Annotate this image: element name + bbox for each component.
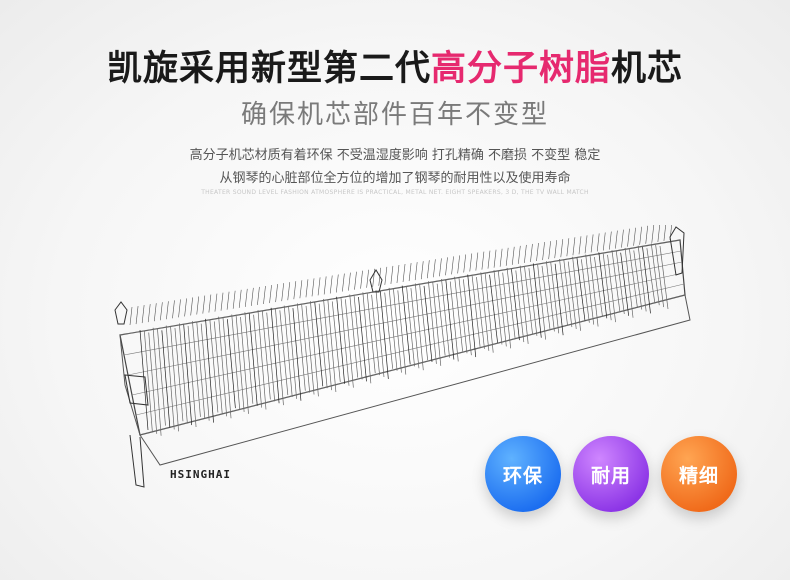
fine-badge-label: 精细: [678, 464, 719, 487]
fine-print: THEATER SOUND LEVEL FASHION ATMOSPHERE I…: [201, 189, 589, 196]
eco-badge: 环保: [485, 436, 561, 512]
brand-label: HSINGHAI: [170, 468, 231, 481]
headline: 凯旋采用新型第二代高分子树脂机芯: [0, 40, 790, 91]
eco-badge-label: 环保: [502, 464, 543, 487]
durable-badge: 耐用: [573, 436, 649, 512]
description-line-2: 从钢琴的心脏部位全方位的增加了钢琴的耐用性以及使用寿命: [219, 171, 571, 186]
fine-badge: 精细: [661, 436, 737, 512]
headline-part2: 机芯: [611, 49, 684, 89]
durable-badge-label: 耐用: [590, 464, 631, 487]
headline-highlight: 高分子树脂: [430, 49, 611, 89]
description-line-1: 高分子机芯材质有着环保 不受温湿度影响 打孔精确 不磨损 不变型 稳定: [189, 148, 601, 163]
subheadline: 确保机芯部件百年不变型: [240, 100, 549, 130]
piano-action-sketch-image: [114, 225, 691, 488]
headline-part1: 凯旋采用新型第二代: [106, 49, 431, 89]
